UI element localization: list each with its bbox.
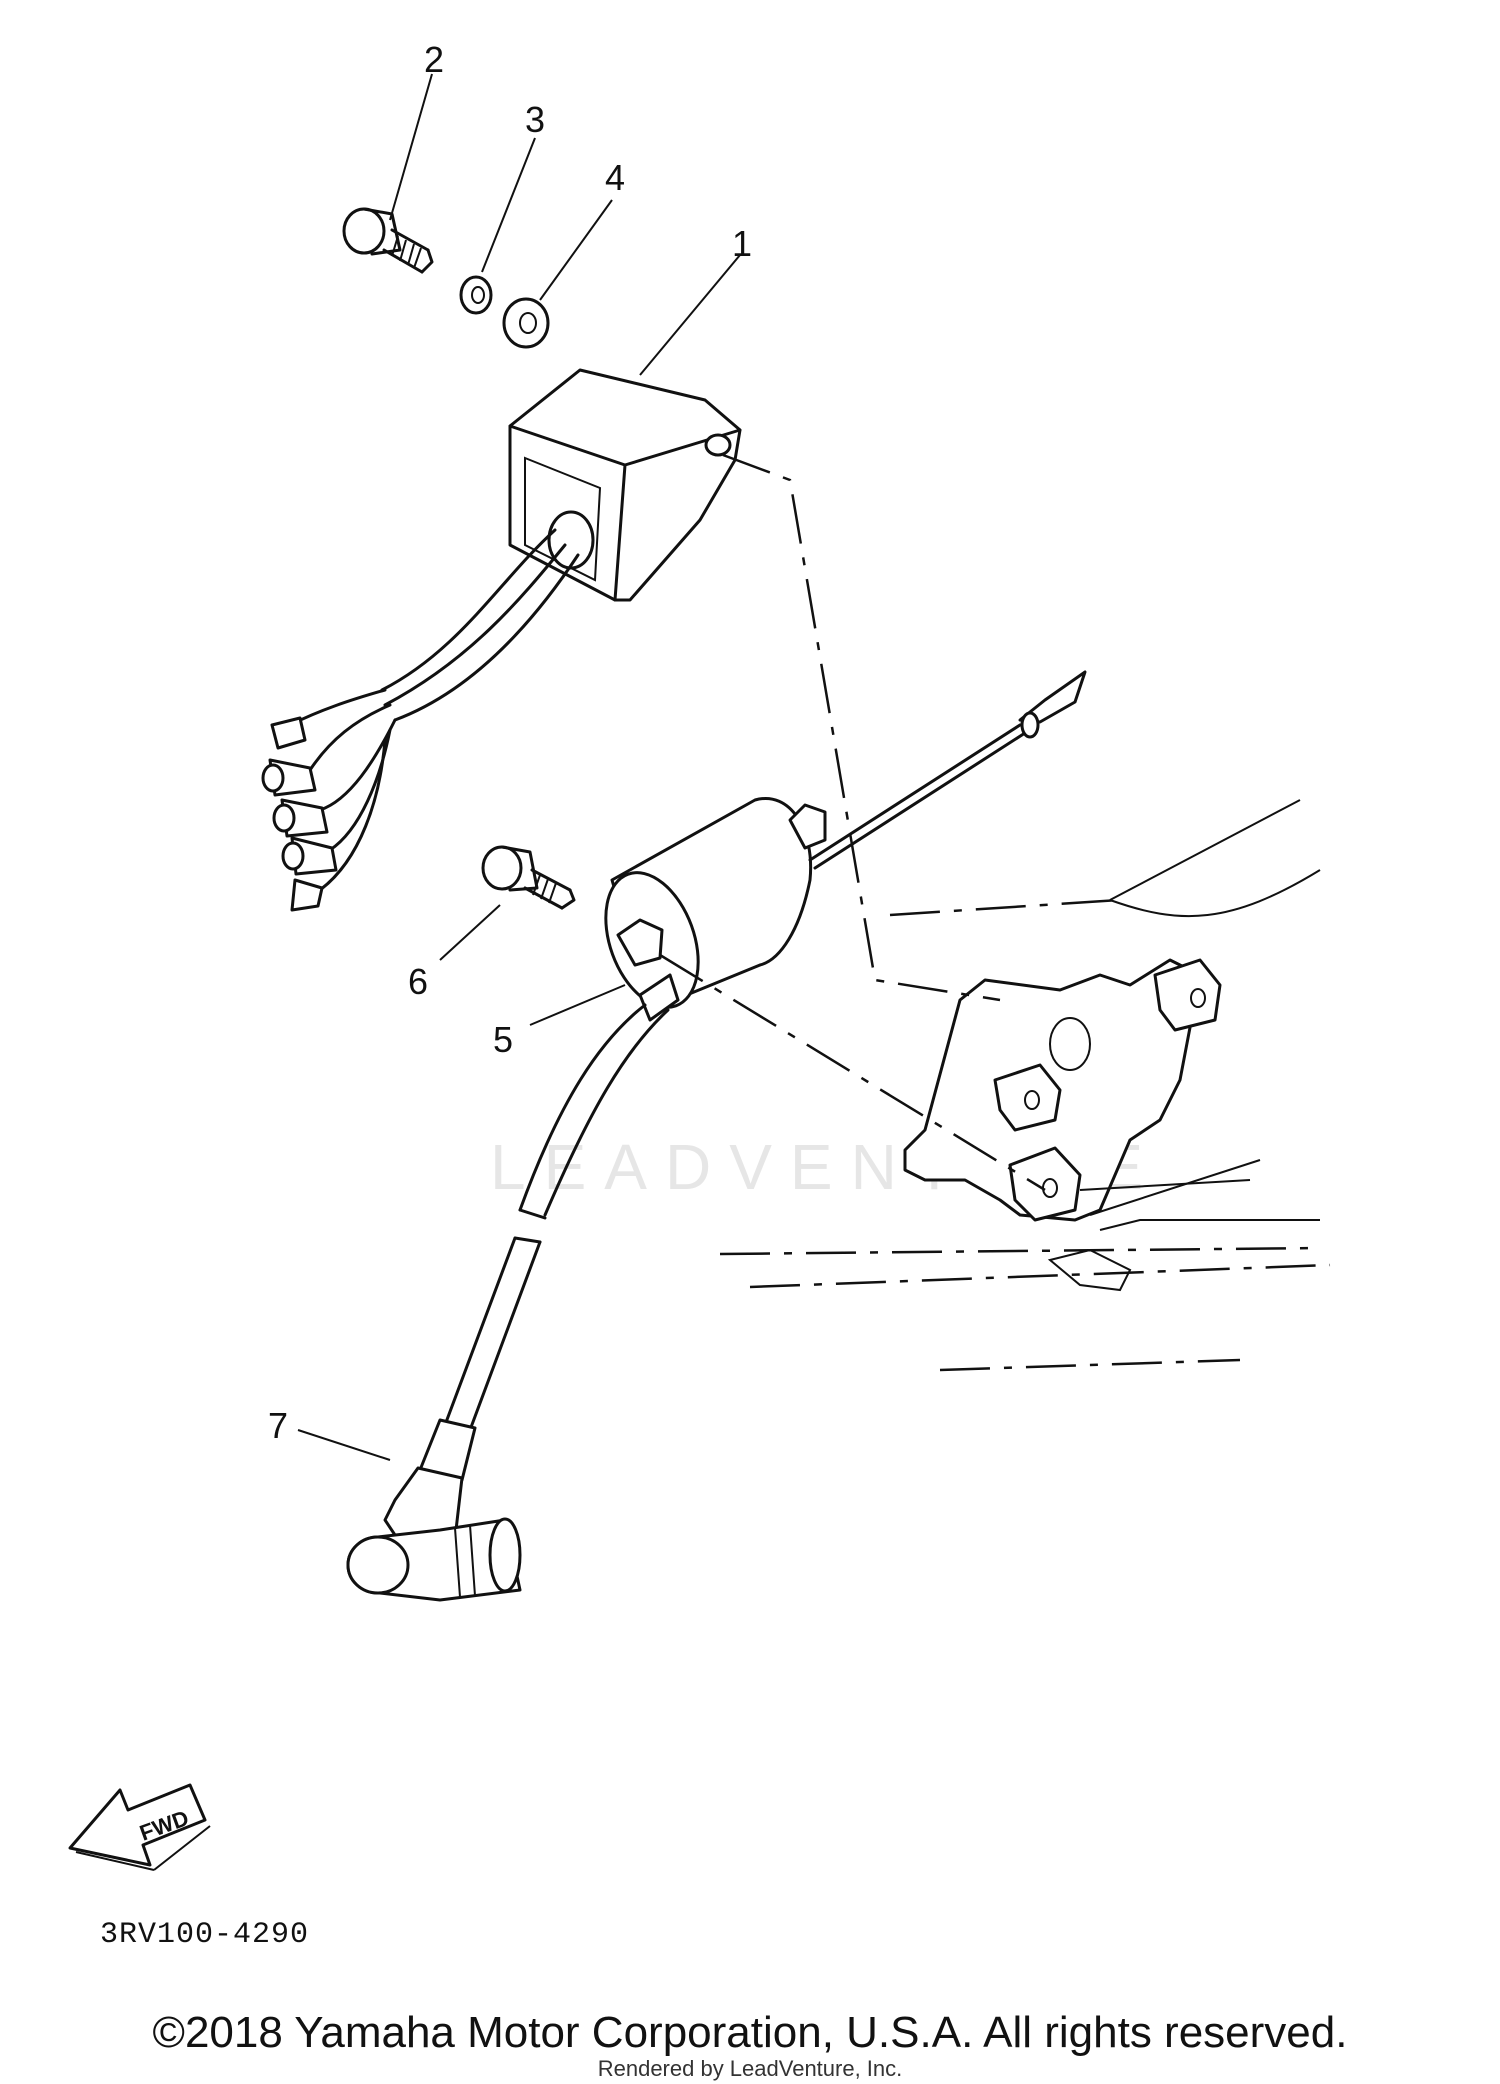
callout-5: 5 (493, 1019, 513, 1060)
cdi-unit-part-1 (261, 368, 742, 912)
washer-part-4 (502, 297, 550, 349)
bolt-part-6 (481, 845, 576, 910)
mounting-bracket (903, 958, 1222, 1292)
fwd-arrow-icon: FWD (68, 1783, 211, 1871)
rendered-by-text: Rendered by LeadVenture, Inc. (597, 2056, 903, 2081)
lock-washer-part-3 (459, 275, 493, 315)
callout-6: 6 (408, 961, 428, 1002)
diagram-part-code: 3RV100-4290 (100, 1918, 310, 1952)
callout-2: 2 (424, 39, 444, 80)
reference-lines (659, 453, 1331, 1372)
callout-4: 4 (605, 157, 625, 198)
plug-cap-part-7 (346, 973, 680, 1602)
callout-3: 3 (525, 99, 545, 140)
leader-lines (297, 73, 741, 1461)
callout-7: 7 (268, 1405, 288, 1446)
callout-1: 1 (732, 223, 752, 264)
bolt-part-2 (342, 207, 434, 274)
copyright-notice: ©2018 Yamaha Motor Corporation, U.S.A. A… (152, 2008, 1348, 2057)
ignition-coil-part-5 (604, 670, 1087, 1012)
